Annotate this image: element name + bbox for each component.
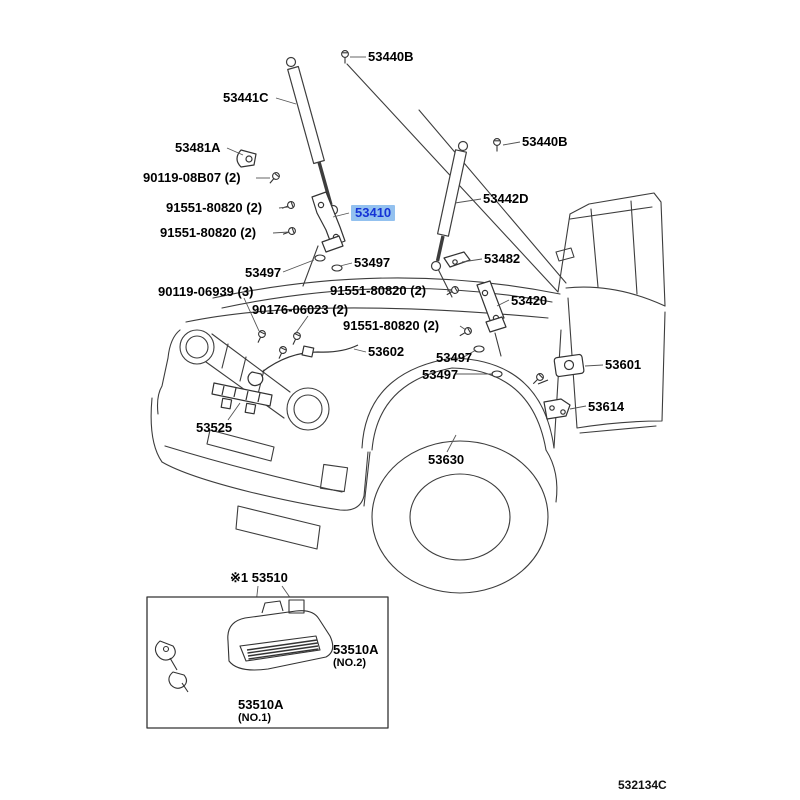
part-label-53497[interactable]: 53497 [436,350,473,365]
part-label-91551808202[interactable]: 91551-80820 (2) [166,200,263,215]
part-label-53442d[interactable]: 53442D [483,191,529,206]
part-label-53440b[interactable]: 53440B [522,134,568,149]
part-label-53510a[interactable]: 53510A [333,642,379,657]
leader-lines [226,56,604,697]
hinges-and-brackets [211,149,585,420]
hood-strut-right [430,140,469,272]
part-label-53481a[interactable]: 53481A [175,140,221,155]
part-label-selected-53410[interactable]: 53410 [351,205,396,222]
part-label-no2: (NO.2) [333,657,366,669]
part-label-53630[interactable]: 53630 [428,452,465,467]
part-label-53510a[interactable]: 53510A [238,697,284,712]
part-label-91551808202[interactable]: 91551-80820 (2) [343,318,440,333]
part-label-9011908b072[interactable]: 90119-08B07 (2) [143,170,241,185]
part-label-53440b[interactable]: 53440B [368,49,414,64]
grille-inset [146,596,389,729]
part-label-no1: (NO.1) [238,712,271,724]
drawing-code: 532134C [618,778,667,792]
part-label-90176060232[interactable]: 90176-06023 (2) [252,302,349,317]
part-label-53614[interactable]: 53614 [588,399,625,414]
part-label-53420[interactable]: 53420 [511,293,548,308]
part-label-53441c[interactable]: 53441C [223,90,269,105]
part-label-53525[interactable]: 53525 [196,420,233,435]
part-label-53601[interactable]: 53601 [605,357,642,372]
part-label-90119069393[interactable]: 90119-06939 (3) [158,284,254,299]
washers [314,254,503,378]
part-label-53602[interactable]: 53602 [368,344,405,359]
part-label-53497[interactable]: 53497 [422,367,459,382]
part-label-53497[interactable]: 53497 [245,265,282,280]
part-label-91551808202[interactable]: 91551-80820 (2) [160,225,257,240]
part-label-53482[interactable]: 53482 [484,251,521,266]
part-label-91551808202[interactable]: 91551-80820 (2) [330,283,427,298]
part-label-53497[interactable]: 53497 [354,255,391,270]
part-label-153510[interactable]: ※1 53510 [230,570,288,585]
